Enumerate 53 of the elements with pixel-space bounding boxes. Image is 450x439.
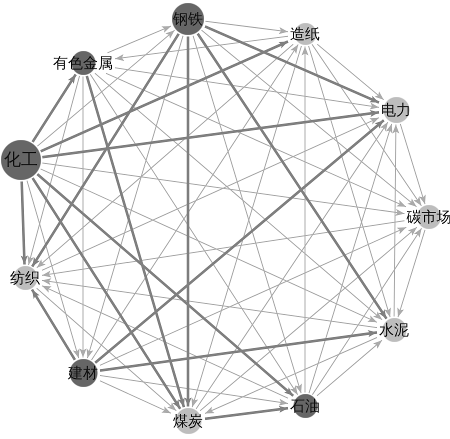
arrow — [90, 74, 298, 396]
arrow — [204, 25, 380, 104]
arrow — [94, 119, 385, 364]
arrow — [80, 76, 86, 358]
arrow — [392, 124, 400, 317]
arrow — [40, 40, 289, 152]
arrow — [36, 288, 177, 412]
arrow — [26, 180, 80, 359]
arrow — [36, 173, 294, 397]
arrow — [204, 337, 378, 414]
arrow — [91, 44, 299, 360]
arrow — [42, 220, 405, 278]
arrow — [184, 36, 192, 406]
arrow — [86, 76, 186, 408]
arrow — [32, 177, 182, 410]
arrow — [42, 278, 378, 328]
arrow — [114, 36, 288, 62]
arrow — [200, 226, 418, 412]
arrow — [31, 33, 180, 268]
arrow — [312, 44, 422, 206]
arrow — [42, 117, 380, 271]
arrow — [100, 226, 407, 366]
arrow — [204, 406, 288, 420]
arrow — [397, 229, 426, 318]
arrow — [106, 72, 406, 208]
arrow — [36, 44, 294, 268]
arrow — [42, 162, 405, 216]
arrow — [42, 285, 288, 399]
arrow — [100, 330, 378, 372]
arrow — [316, 340, 382, 396]
arrow — [100, 380, 172, 414]
arrow — [204, 20, 288, 34]
arrow — [36, 30, 176, 147]
arrow — [86, 35, 184, 359]
arrow — [400, 123, 426, 205]
arrow — [94, 72, 383, 320]
arrow — [42, 110, 380, 158]
arrow — [114, 67, 380, 110]
arrow — [312, 228, 422, 396]
arrow — [308, 46, 391, 318]
arrow — [196, 32, 388, 320]
arrow — [107, 26, 172, 54]
arrow — [27, 76, 80, 266]
arrow — [196, 122, 388, 410]
arrow — [32, 74, 77, 143]
arrow — [40, 168, 378, 323]
arrow — [201, 30, 417, 208]
arrow — [100, 375, 288, 406]
arrow — [302, 46, 308, 393]
arrow — [316, 44, 384, 100]
arrow — [20, 181, 28, 265]
arrow — [30, 288, 76, 360]
arrow — [308, 123, 392, 394]
